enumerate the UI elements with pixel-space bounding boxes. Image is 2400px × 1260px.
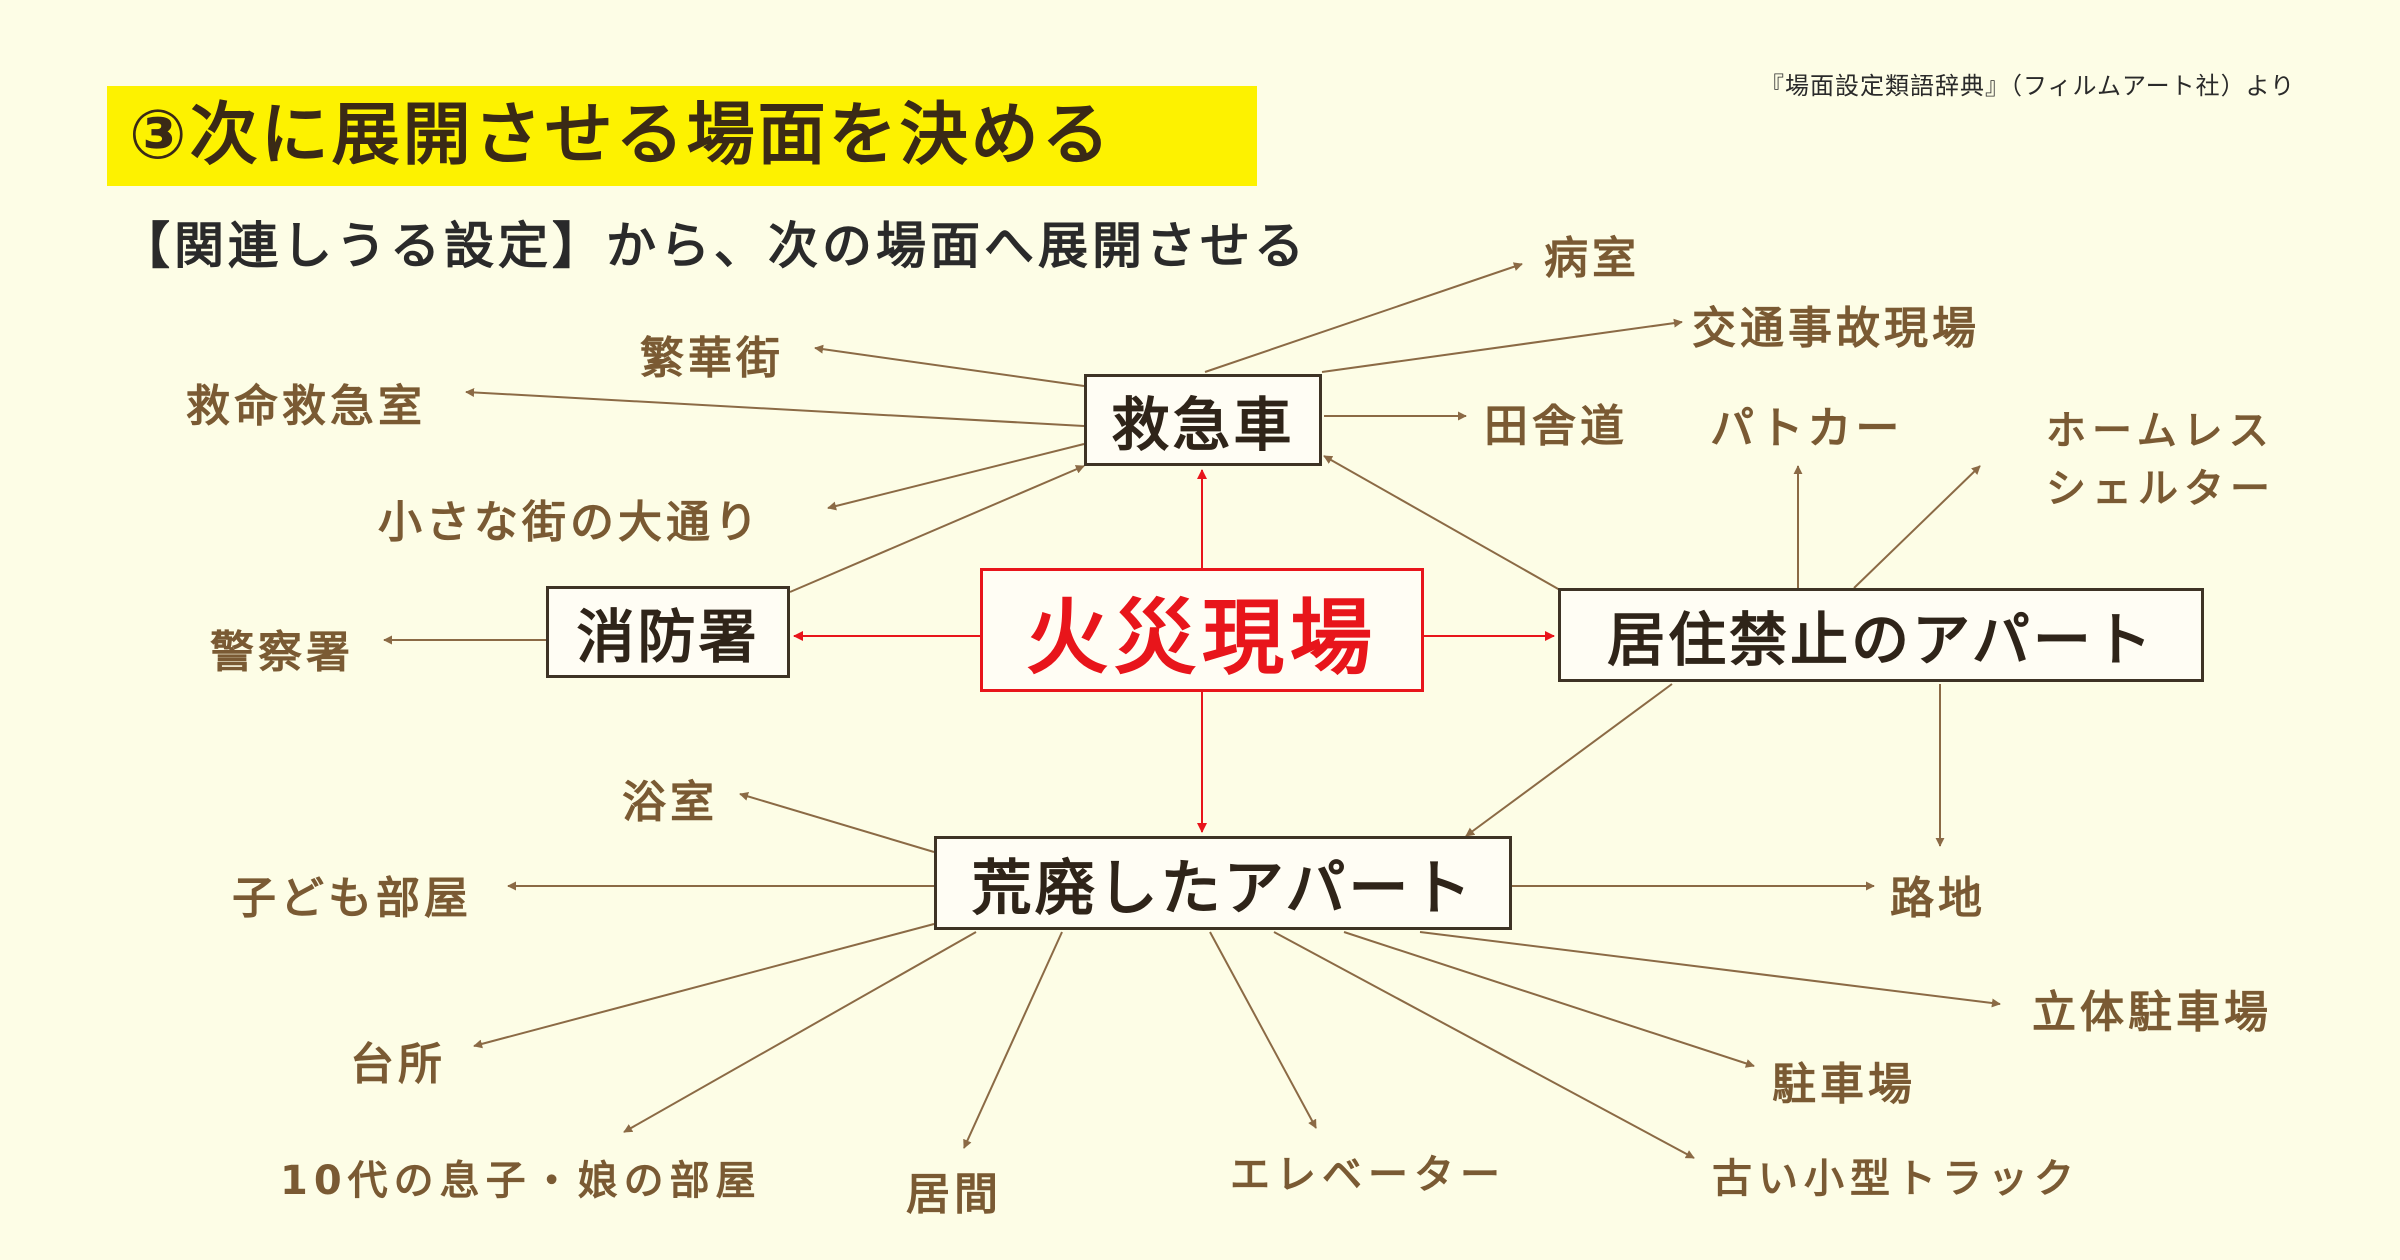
link-condemned-derelict [1465,683,1673,837]
label-country-road: 田舎道 [1484,401,1628,452]
link-derelict-bathroom [739,792,935,853]
node-fire-scene: 火災現場 [980,568,1424,692]
link-condemned-ambulance [1323,455,1561,591]
label-old-truck: 古い小型トラック [1712,1156,2080,1202]
link-derelict-livingroom [963,931,1063,1149]
node-ambulance: 救急車 [1084,374,1322,466]
link-derelict-kitchen [473,923,935,1049]
label-parking-garage: 立体駐車場 [2032,987,2272,1038]
label-kitchen: 台所 [350,1039,446,1090]
page-subtitle: 【関連しうる設定】から、次の場面へ展開させる [120,217,1308,275]
label-main-street: 小さな街の大通り [378,497,762,548]
node-derelict-apartment: 荒廃したアパート [934,836,1512,930]
label-patrol-car: パトカー [1710,403,1904,454]
label-teen-room: 10代の息子・娘の部屋 [280,1158,762,1204]
link-derelict-parkinglot [1343,931,1755,1068]
link-derelict-teenroom [623,931,977,1133]
label-alley: 路地 [1890,873,1986,924]
link-derelict-elevator [1209,931,1317,1129]
link-ambulance-downtown [814,344,1085,387]
label-emergency-room: 救命救急室 [186,381,426,432]
page-title: ③次に展開させる場面を決める [107,86,1257,186]
label-homeless: ホームレス [2046,408,2275,454]
link-derelict-garage [1419,931,2001,1008]
label-bathroom: 浴室 [622,777,718,828]
label-downtown: 繁華街 [640,333,784,384]
label-elevator: エレベーター [1230,1152,1506,1198]
link-ambulance-traffic [1321,318,1683,373]
label-shelter: シェルター [2046,466,2276,512]
link-firestation-ambulance [789,465,1085,593]
label-traffic-accident: 交通事故現場 [1692,303,1980,354]
link-ambulance-mainstreet [827,443,1085,511]
link-condemned-shelter [1853,465,1981,589]
label-parking-lot: 駐車場 [1772,1059,1916,1110]
label-child-room: 子ども部屋 [232,873,472,924]
label-hospital-room: 病室 [1544,233,1640,284]
link-derelict-truck [1273,931,1695,1159]
node-condemned-apartment: 居住禁止のアパート [1558,588,2204,682]
source-citation: 『場面設定類語辞典』（フィルムアート社）より [1760,72,2296,100]
label-police-station: 警察署 [210,627,354,678]
link-ambulance-hospital [1204,262,1523,373]
link-ambulance-er [465,387,1085,427]
label-living-room: 居間 [906,1169,1002,1220]
node-fire-station: 消防署 [546,586,790,678]
